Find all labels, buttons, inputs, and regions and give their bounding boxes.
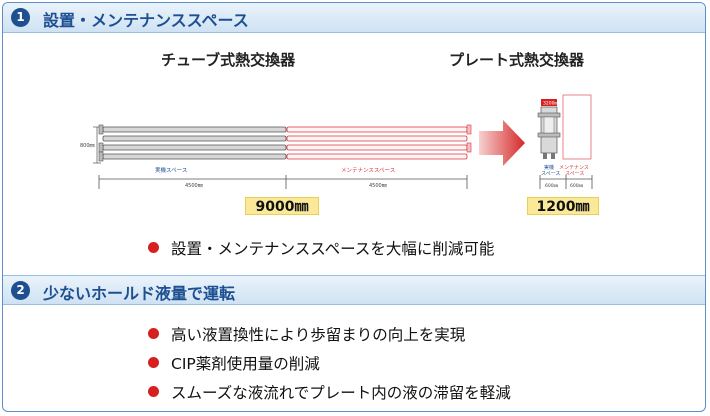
section-header-1: 1 設置・メンテナンススペース: [3, 3, 705, 33]
plate-heat-exchanger-title: プレート式熱交換器: [449, 51, 585, 69]
plate-install-label-2: スペース: [541, 171, 560, 177]
plate-total-dimension: 1200㎜: [527, 197, 599, 215]
content-frame: 1 設置・メンテナンススペース チューブ式熱交換器 プレート式熱交換器 800㎜: [2, 2, 706, 412]
right-arrow-icon: [479, 120, 525, 166]
tube-install-dim: 4500㎜: [185, 183, 203, 189]
section1-bullet: 設置・メンテナンススペースを大幅に削減可能: [148, 237, 495, 258]
bullet-text: 設置・メンテナンススペースを大幅に削減可能: [171, 240, 495, 258]
tube-height-label: 800㎜: [80, 143, 95, 149]
bullet-dot-icon: [148, 242, 159, 253]
section2-bullet-1: 高い液置換性により歩留まりの向上を実現: [148, 323, 466, 344]
tube-maint-dim: 4500㎜: [369, 183, 387, 189]
bullet-text: 高い液置換性により歩留まりの向上を実現: [171, 326, 466, 344]
plate-maint-dim: 600㎜: [570, 183, 584, 189]
bullet-dot-icon: [148, 357, 159, 368]
tube-total-dimension: 9000㎜: [245, 197, 319, 215]
section-header-2: 2 少ないホールド液量で運転: [3, 275, 705, 305]
section2-bullet-3: スムーズな液流れでプレート内の液の滞留を軽減: [148, 381, 511, 402]
plate-maint-label-2: スペース: [565, 171, 584, 177]
tube-heat-exchanger-title: チューブ式熱交換器: [161, 51, 296, 69]
bullet-dot-icon: [148, 328, 159, 339]
plate-install-label-1: 実機: [544, 164, 554, 171]
section2-bullet-2: CIP薬剤使用量の削減: [148, 352, 320, 373]
section-title-2: 少ないホールド液量で運転: [43, 284, 236, 303]
space-comparison-diagram: 800㎜: [80, 94, 593, 189]
tube-install-space-label: 実機スペース: [155, 166, 187, 174]
bullet-dot-icon: [148, 386, 159, 397]
bullet-text: CIP薬剤使用量の削減: [171, 355, 320, 373]
plate-maint-label-1: メンテナンス: [559, 165, 589, 171]
bullet-text: スムーズな液流れでプレート内の液の滞留を軽減: [171, 384, 511, 402]
plate-tag-label: 3200㎜: [543, 101, 559, 107]
tube-maint-space-label: メンテナンススペース: [341, 167, 395, 174]
section-number-badge-2: 2: [11, 281, 30, 300]
plate-heat-exchanger-drawing: 3200㎜ 実機 スペース メンテナンス スペース 600㎜ 600㎜: [537, 94, 593, 189]
plate-install-dim: 600㎜: [545, 183, 559, 189]
tube-heat-exchanger-drawing: 800㎜: [80, 124, 472, 189]
section-number-badge-1: 1: [11, 8, 30, 27]
section-title-1: 設置・メンテナンススペース: [43, 11, 249, 30]
